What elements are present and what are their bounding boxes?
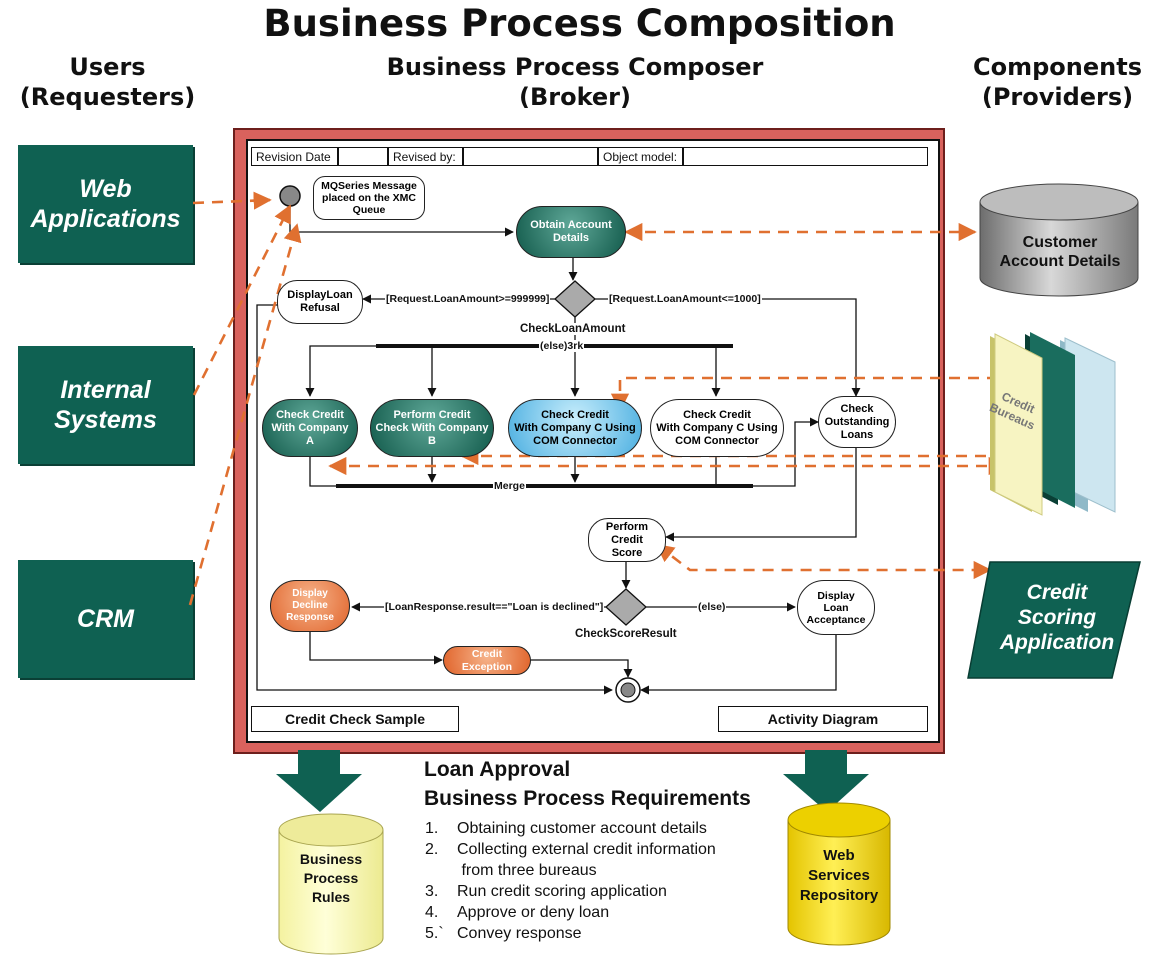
business-rules-cylinder [278, 813, 384, 955]
users-heading: Users (Requesters) [19, 53, 196, 111]
broker-heading: Business Process Composer (Broker) [386, 53, 764, 111]
credit-exception: Credit Exception [443, 646, 531, 675]
guard-declined-label: [LoanResponse.result=="Loan is declined"… [384, 601, 605, 613]
check-score-result-label: CheckScoreResult [574, 628, 678, 640]
list-item: 5.`Convey response [425, 925, 582, 942]
web-services-cylinder [787, 802, 891, 946]
rules-down-arrow [276, 750, 362, 812]
check-loan-amount-label: CheckLoanAmount [519, 323, 627, 335]
check-loan-amount-decision [554, 280, 596, 318]
providers-heading: Components (Providers) [973, 53, 1142, 111]
requirements-list: 1.Obtaining customer account details 2.C… [425, 818, 716, 944]
revision-date-value [338, 147, 388, 166]
object-model-value [683, 147, 928, 166]
list-item: 3.Run credit scoring application [425, 883, 667, 900]
credit-check-sample-label: Credit Check Sample [251, 706, 459, 732]
list-item: 4.Approve or deny loan [425, 904, 610, 921]
customer-account-cylinder [979, 183, 1139, 297]
ws-down-arrow [783, 750, 869, 812]
initial-node [279, 185, 301, 207]
else-fork-label: (else)3rk [539, 340, 585, 352]
revised-by-value [463, 147, 598, 166]
object-model-cell: Object model: [598, 147, 683, 166]
else-label: (else) [697, 601, 727, 613]
revision-date-cell: Revision Date [251, 147, 338, 166]
credit-bureaus-stack [990, 332, 1116, 516]
activity-diagram-label: Activity Diagram [718, 706, 928, 732]
page-title: Business Process Composition [263, 2, 896, 45]
credit-scoring-tile [967, 561, 1141, 679]
crm-tile: CRM [18, 560, 193, 678]
check-score-result-decision [605, 588, 647, 626]
list-item: 1.Obtaining customer account details [425, 820, 707, 837]
list-item: 2.Collecting external credit information [425, 841, 716, 858]
guard-low-label: [Request.LoanAmount<=1000] [608, 293, 762, 305]
guard-high-label: [Request.LoanAmount>=999999] [385, 293, 551, 305]
list-item: from three bureaus [457, 862, 597, 879]
merge-label: Merge [493, 480, 526, 492]
revised-by-cell: Revised by: [388, 147, 463, 166]
